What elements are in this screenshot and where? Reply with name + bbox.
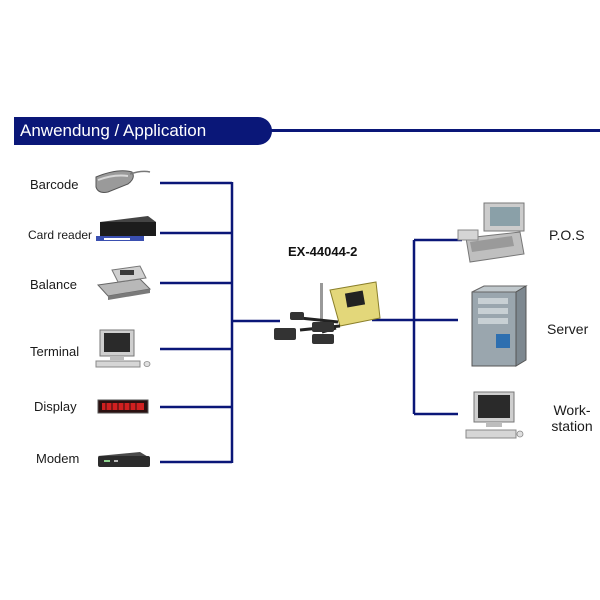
terminal-monitor-icon	[95, 329, 151, 368]
scale-icon	[96, 265, 152, 300]
label-server: Server	[547, 321, 589, 337]
header-tab	[14, 117, 272, 145]
label-balance: Balance	[30, 277, 77, 292]
label-terminal: Terminal	[30, 344, 80, 359]
card-reader-icon	[96, 216, 156, 241]
label-display: Display	[34, 399, 77, 414]
barcode-scanner-icon	[95, 170, 151, 193]
label-barcode: Barcode	[30, 177, 79, 192]
label-pos: P.O.S	[549, 227, 585, 243]
serial-card-icon	[274, 281, 381, 344]
label-modem: Modem	[36, 451, 80, 466]
pos-terminal-icon	[457, 202, 525, 263]
label-workstation-line2: station	[551, 418, 593, 434]
header-title: Anwendung / Application	[20, 121, 207, 140]
header-rule	[268, 129, 600, 132]
workstation-icon	[465, 391, 524, 439]
right-bus	[372, 238, 462, 416]
server-tower-icon	[471, 285, 528, 367]
modem-icon	[98, 452, 150, 467]
left-bus	[160, 181, 280, 464]
label-workstation: Work- station	[549, 402, 595, 434]
label-card-reader: Card reader	[28, 228, 93, 242]
card-name: EX-44044-2	[288, 244, 358, 259]
label-workstation-line1: Work-	[553, 402, 591, 418]
led-display-icon	[97, 399, 149, 414]
